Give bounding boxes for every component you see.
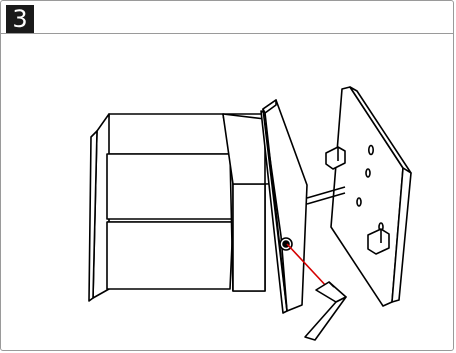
mounting-bracket	[307, 87, 411, 306]
hex-key-long-arm	[305, 297, 346, 340]
bracket-slot-3	[357, 198, 361, 206]
drawer-back-wall	[107, 114, 230, 154]
bracket-slot-2	[366, 169, 370, 177]
bracket-plate	[331, 87, 403, 306]
bracket-clip-bottom	[368, 229, 389, 254]
drawer-front-panel	[261, 100, 307, 313]
drawer-right-lower	[233, 184, 265, 291]
drawer-inner-front	[107, 222, 233, 289]
hex-key-icon	[305, 282, 346, 340]
bracket-slot-1	[369, 146, 373, 155]
drawer-divider	[107, 154, 233, 219]
front-panel-face	[263, 100, 307, 311]
